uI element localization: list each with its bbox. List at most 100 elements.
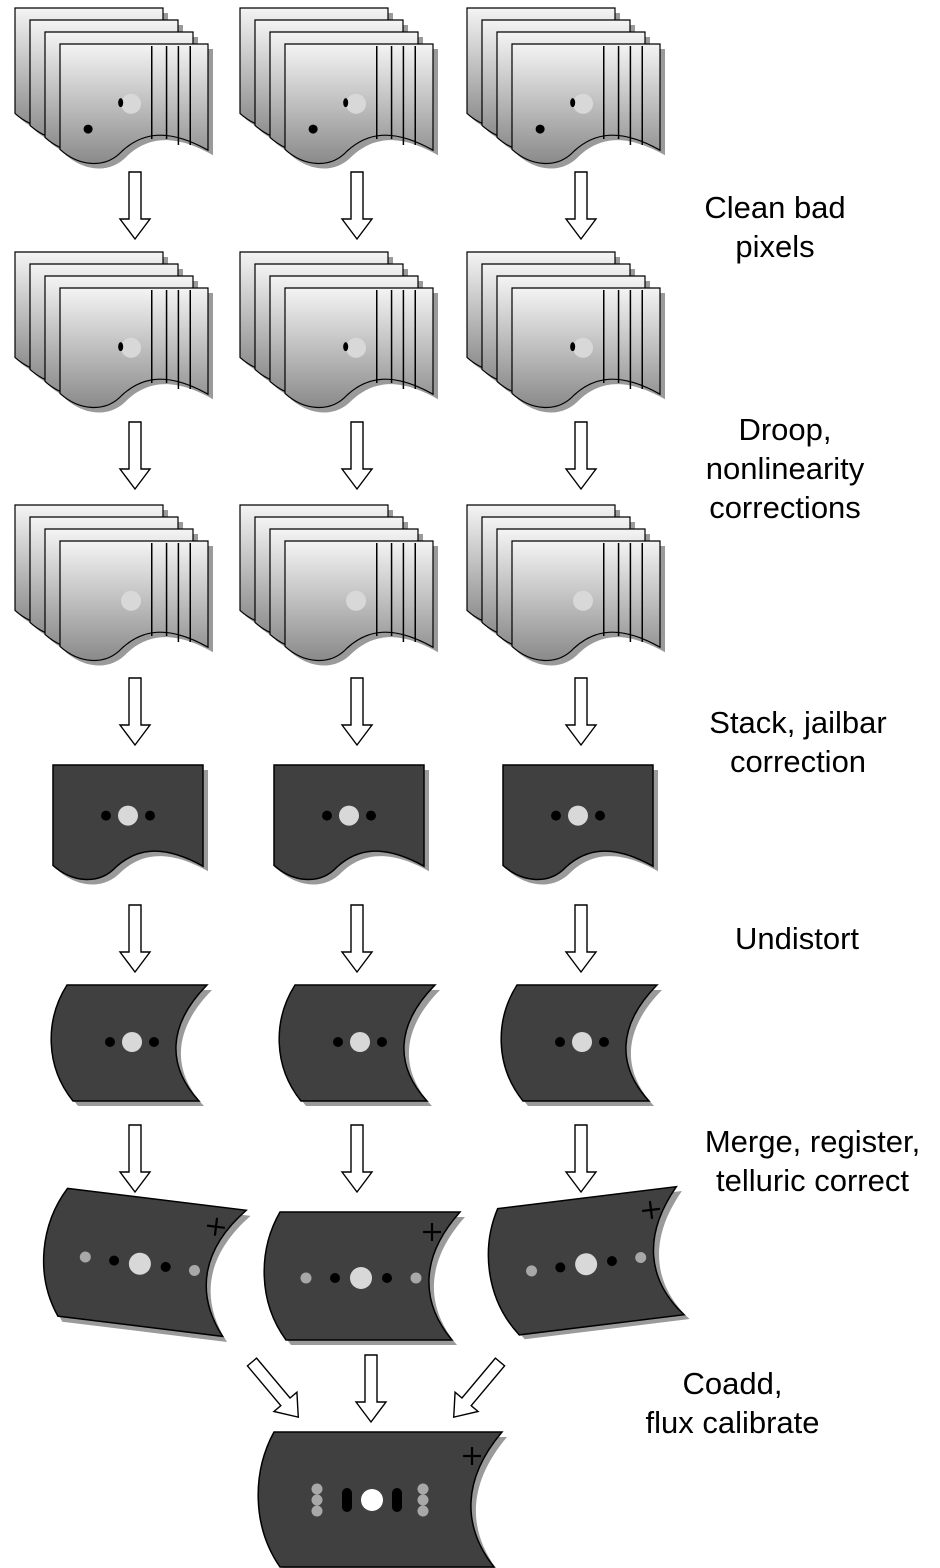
source-offset (311, 1483, 323, 1495)
source-center (572, 1032, 592, 1052)
merged-frame-group (42, 1187, 251, 1342)
source-spot (346, 590, 367, 611)
bad-pixel (83, 124, 93, 134)
flow-arrow (340, 1124, 374, 1194)
arrow-shape (340, 1124, 374, 1194)
source-offset (417, 1494, 429, 1506)
source-negative (330, 1273, 340, 1283)
source-negative (109, 1255, 120, 1266)
source-center (118, 805, 138, 826)
stacked-frame-group (273, 764, 429, 885)
bad-pixel (535, 124, 545, 134)
registration-mark (423, 1223, 441, 1241)
source-negative (342, 1488, 352, 1512)
flow-arrow (564, 171, 598, 241)
source-negative (599, 1037, 609, 1047)
flow-arrow (564, 677, 598, 747)
flow-arrow (118, 1124, 152, 1194)
flow-arrow (564, 421, 598, 491)
step-label-merge: Merge, register, telluric correct (690, 1122, 935, 1200)
step-label-line: corrections (709, 490, 861, 525)
arrow-shape (118, 677, 152, 747)
flow-arrow (118, 171, 152, 241)
stacked-frame-group (502, 764, 658, 885)
source-offset (635, 1252, 647, 1264)
source-negative (595, 810, 605, 821)
source-negative (322, 810, 332, 821)
source-negative (377, 1037, 387, 1047)
merged-frame-group (263, 1211, 465, 1345)
arrow-shape (564, 1124, 598, 1194)
undistorted-frame-group (278, 984, 440, 1106)
step-label-line: Droop, (738, 412, 832, 447)
source-negative (105, 1037, 115, 1047)
source-offset (410, 1272, 422, 1284)
stacked-frame-group (52, 764, 208, 885)
step-label-droop: Droop, nonlinearity corrections (690, 410, 880, 527)
source-negative (149, 1037, 159, 1047)
arrow-shape (118, 171, 152, 241)
source-negative (101, 810, 111, 821)
cleaned-stack (466, 251, 665, 413)
source-offset (311, 1505, 323, 1517)
arrow-shape (340, 171, 374, 241)
flow-arrow (452, 1357, 506, 1419)
source-negative (555, 1262, 566, 1273)
dark-pixel (343, 98, 349, 108)
arrow-shape (340, 904, 374, 974)
dark-pixel (570, 342, 576, 352)
step-label-undistort: Undistort (712, 919, 882, 958)
cleaned-stack (14, 251, 213, 413)
flow-arrow (340, 421, 374, 491)
source-offset (417, 1483, 429, 1495)
arrow-shape (246, 1357, 300, 1419)
source-spot (346, 337, 367, 358)
step-label-line: pixels (735, 229, 815, 264)
source-spot (573, 337, 594, 358)
arrow-shape (564, 904, 598, 974)
step-label-line: Clean bad (704, 190, 846, 225)
source-offset (79, 1251, 91, 1263)
step-label-line: Coadd, (682, 1366, 783, 1401)
arrow-shape (118, 421, 152, 491)
raw-stack (239, 7, 438, 169)
arrow-shape (354, 1354, 388, 1424)
source-spot (573, 93, 594, 114)
dark-pixel (570, 98, 576, 108)
flow-arrow (564, 1124, 598, 1194)
arrow-shape (564, 677, 598, 747)
source-negative (160, 1261, 171, 1272)
flow-arrow (354, 1354, 388, 1424)
corrected-stack (239, 504, 438, 666)
source-negative (555, 1037, 565, 1047)
source-offset (300, 1272, 312, 1284)
source-offset (311, 1494, 323, 1506)
source-center (128, 1252, 151, 1275)
raw-stack (466, 7, 665, 169)
source-center (575, 1253, 598, 1276)
flow-arrow (118, 904, 152, 974)
coadded-frame-group (257, 1431, 507, 1568)
arrow-shape (340, 677, 374, 747)
step-label-line: Undistort (734, 921, 860, 956)
source-spot (573, 590, 594, 611)
registration-mark (463, 1447, 481, 1465)
source-negative (333, 1037, 343, 1047)
arrow-shape (564, 421, 598, 491)
arrow-shape (564, 171, 598, 241)
dark-pixel (118, 342, 124, 352)
source-spot (346, 93, 367, 114)
corrected-stack (466, 504, 665, 666)
step-label-line: Merge, register, (704, 1124, 921, 1159)
arrow-shape (452, 1357, 506, 1419)
flow-arrow (564, 904, 598, 974)
undistorted-frame-group (500, 984, 662, 1106)
flow-arrow (118, 677, 152, 747)
source-center (350, 1267, 372, 1289)
flow-arrow (340, 677, 374, 747)
undistorted-frame-group (50, 984, 212, 1106)
step-label-line: nonlinearity (705, 451, 865, 486)
flow-arrow (118, 421, 152, 491)
source-center (361, 1489, 383, 1511)
